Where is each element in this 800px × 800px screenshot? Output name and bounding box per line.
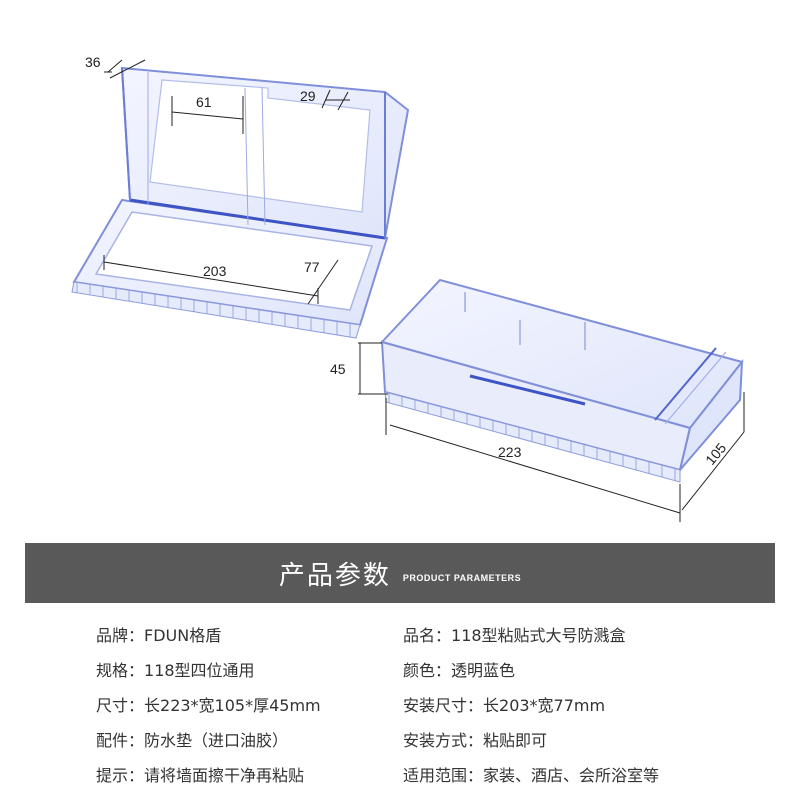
open-box-base-inner	[94, 211, 374, 311]
param-row: 尺寸：长223*宽105*厚45mm 安装尺寸：长203*宽77mm	[96, 686, 776, 721]
param-row: 配件：防水垫（进口油胶） 安装方式：粘贴即可	[96, 721, 776, 756]
param-product-name: 品名：118型粘贴式大号防溅盒	[403, 622, 763, 646]
param-value: 长203*宽77mm	[483, 695, 606, 715]
open-box-lid-side	[121, 67, 131, 201]
param-label: 提示：	[96, 765, 145, 785]
param-size: 尺寸：长223*宽105*厚45mm	[96, 692, 403, 716]
param-label: 安装方式：	[403, 730, 484, 750]
param-label: 规格：	[96, 660, 145, 680]
dim-inner-width	[307, 259, 339, 305]
param-label: 配件：	[96, 730, 145, 750]
param-value: 防水垫（进口油胶）	[144, 730, 289, 750]
dim-outer-length	[385, 398, 681, 522]
open-box-lid-inner	[149, 79, 371, 213]
dim-label-lid-tab: 29	[300, 88, 316, 104]
param-label: 适用范围：	[403, 765, 484, 785]
param-spec: 规格：118型四位通用	[96, 657, 403, 681]
param-tip: 提示：请将墙面擦干净再粘贴	[96, 762, 403, 786]
product-illustration: 36 61 29 203 77	[71, 54, 745, 522]
param-value: 长223*宽105*厚45mm	[144, 695, 321, 715]
open-box-hinge-edge	[129, 198, 386, 240]
dim-label-lid-depth: 36	[85, 54, 101, 70]
params-table: 品牌：FDUN格盾 品名：118型粘贴式大号防溅盒 规格：118型四位通用 颜色…	[96, 616, 776, 791]
param-label: 颜色：	[403, 660, 452, 680]
param-value: 透明蓝色	[451, 660, 516, 680]
closed-box-hinge-shadow	[664, 351, 727, 425]
dim-label-inner-width: 77	[304, 259, 320, 275]
param-value: 118型四位通用	[144, 660, 255, 680]
dim-lid-depth	[104, 59, 146, 79]
closed-box-blue-edge	[469, 374, 586, 406]
param-row: 规格：118型四位通用 颜色：透明蓝色	[96, 651, 776, 686]
dim-label-height: 45	[330, 361, 346, 377]
param-value: FDUN格盾	[144, 625, 222, 645]
open-box-base-ribs	[71, 281, 361, 339]
param-label: 品牌：	[96, 625, 145, 645]
closed-box-hinge	[654, 347, 717, 421]
open-box-lid-rib	[244, 87, 249, 226]
closed-box-side	[679, 358, 744, 471]
dim-height	[358, 342, 388, 395]
param-install-size: 安装尺寸：长203*宽77mm	[403, 692, 763, 716]
dim-inner-length	[103, 255, 319, 304]
dim-label-outer-length: 223	[498, 444, 522, 460]
param-row: 提示：请将墙面擦干净再粘贴 适用范围：家装、酒店、会所浴室等	[96, 756, 776, 791]
params-title: 产品参数	[278, 560, 391, 591]
open-box: 36 61 29 203 77	[71, 54, 410, 339]
dim-label-inner-length: 203	[203, 263, 227, 279]
param-label: 尺寸：	[96, 695, 145, 715]
closed-box: 45 223 105	[330, 278, 745, 522]
param-install-method: 安装方式：粘贴即可	[403, 727, 763, 751]
param-label: 品名：	[403, 625, 452, 645]
open-box-lid-rib	[261, 87, 266, 226]
dim-label-lid-inner-width: 61	[196, 94, 212, 110]
dim-label-outer-width: 105	[702, 440, 729, 468]
dim-lid-tab	[321, 89, 350, 111]
param-row: 品牌：FDUN格盾 品名：118型粘贴式大号防溅盒	[96, 616, 776, 651]
dim-lid-inner-width	[171, 96, 244, 134]
param-value: 请将墙面擦干净再粘贴	[144, 765, 305, 785]
params-subtitle: PRODUCT PARAMETERS	[402, 573, 522, 583]
param-brand: 品牌：FDUN格盾	[96, 622, 403, 646]
dim-outer-width	[681, 392, 745, 511]
param-label: 安装尺寸：	[403, 695, 484, 715]
param-scope: 适用范围：家装、酒店、会所浴室等	[403, 762, 763, 786]
param-accessory: 配件：防水垫（进口油胶）	[96, 727, 403, 751]
param-value: 118型粘贴式大号防溅盒	[451, 625, 626, 645]
param-value: 家装、酒店、会所浴室等	[483, 765, 660, 785]
param-value: 粘贴即可	[483, 730, 548, 750]
param-color: 颜色：透明蓝色	[403, 657, 763, 681]
params-banner: 产品参数 PRODUCT PARAMETERS	[25, 543, 775, 603]
